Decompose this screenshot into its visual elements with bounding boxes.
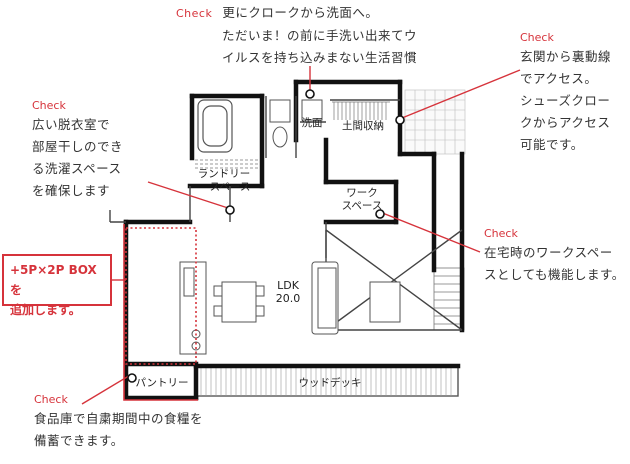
note-top-line-3: イルスを持ち込みまない生活習慣 xyxy=(222,50,418,65)
check-label: Check xyxy=(520,31,554,44)
added-box-outline xyxy=(125,227,197,365)
note-bottom-line-2: 備蓄できます。 xyxy=(34,433,124,448)
room-labels: 洗面 土間収納 ランドリー スペース ワーク スペース LDK 20.0 パント… xyxy=(135,117,384,389)
box-callout: +5P×2P BOX を 追加します。 xyxy=(2,254,112,317)
laundry-label-1: ランドリー xyxy=(198,168,251,180)
callout-dots xyxy=(127,89,405,383)
added-box-walls xyxy=(123,224,198,401)
note-bottom: Check 食品庫で自粛期間中の食糧を 備蓄できます。 xyxy=(34,392,203,452)
check-label: Check xyxy=(176,7,213,20)
note-right-top-line-1: 玄関から裏動線 xyxy=(520,49,612,64)
note-bottom-line-1: 食品庫で自粛期間中の食糧を xyxy=(34,411,204,426)
note-right-mid-line-1: 在宅時のワークスペー xyxy=(484,245,613,260)
kitchen-counter xyxy=(179,261,207,355)
dining-table xyxy=(213,281,265,323)
note-left-top: Check 広い脱衣室で 部屋干しのでき る洗濯スペース を確保します xyxy=(32,98,123,202)
note-right-mid: Check 在宅時のワークスペー スとしても機能します。 xyxy=(484,226,625,286)
note-left-top-line-3: る洗濯スペース xyxy=(32,161,122,176)
entrance-tiles xyxy=(404,89,466,155)
note-right-top-line-5: 可能です。 xyxy=(520,137,584,152)
box-callout-line-1: +5P×2P BOX を xyxy=(10,263,97,297)
laundry-rack xyxy=(195,159,258,169)
ldk-label: LDK xyxy=(277,279,300,292)
note-top-line-2: ただいま！の前に手洗い出来てウ xyxy=(222,28,418,43)
earthen-storage-label: 土間収納 xyxy=(342,119,384,132)
note-top-line-1: 更にクロークから洗面へ。 xyxy=(222,5,379,20)
laundry-label-2: スペース xyxy=(210,181,251,193)
sofa xyxy=(311,261,401,335)
workspace-label-2: スペース xyxy=(342,200,383,212)
bathtub xyxy=(197,99,233,153)
box-callout-line-2: 追加します。 xyxy=(10,303,81,317)
fixtures xyxy=(269,99,323,148)
check-label: Check xyxy=(484,227,518,240)
note-right-top-line-4: クからアクセス xyxy=(520,115,611,130)
note-left-top-line-4: を確保します xyxy=(32,183,111,198)
note-right-mid-line-2: スとしても機能します。 xyxy=(484,267,625,282)
note-right-top: Check 玄関から裏動線 でアクセス。 シューズクロー クからアクセス 可能で… xyxy=(520,30,611,156)
note-left-top-line-1: 広い脱衣室で xyxy=(32,117,111,132)
note-top: Check 更にクロークから洗面へ。 ただいま！の前に手洗い出来てウ イルスを持ち… xyxy=(176,2,417,69)
ldk-area-label: 20.0 xyxy=(276,292,301,305)
pantry-label: パントリー xyxy=(135,377,188,389)
check-label: Check xyxy=(32,99,66,112)
workspace-label-1: ワーク xyxy=(346,187,378,199)
check-label: Check xyxy=(34,393,68,406)
callout-lines xyxy=(81,66,521,405)
deck-label: ウッドデッキ xyxy=(299,376,362,389)
storage-shelves xyxy=(332,101,390,120)
note-right-top-line-2: でアクセス。 xyxy=(520,71,598,86)
note-left-top-line-2: 部屋干しのでき xyxy=(32,139,124,154)
note-right-top-line-3: シューズクロー xyxy=(520,93,611,108)
washroom-label: 洗面 xyxy=(302,117,323,129)
